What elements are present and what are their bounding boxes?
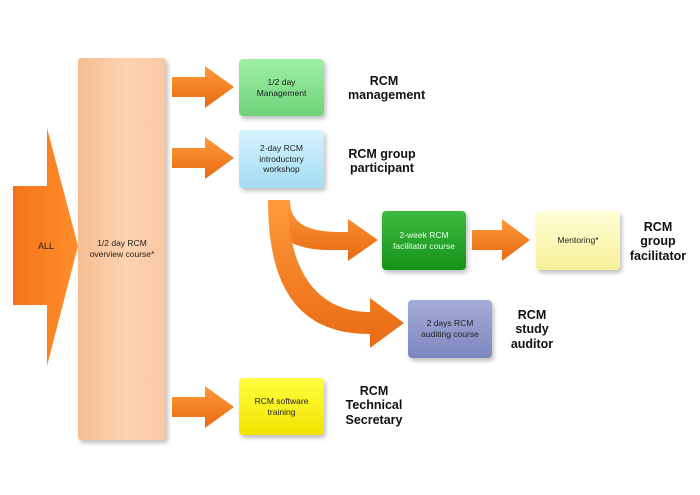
role-group-participant: RCM group participant: [348, 147, 416, 176]
arrow-to-software: [172, 386, 234, 428]
arrow-to-management: [172, 66, 234, 108]
management-course-box: 1/2 day Management: [239, 59, 324, 116]
arrow-to-intro: [172, 137, 234, 179]
facilitator-course-box: 2-week RCM facilitator course: [382, 211, 466, 270]
intro-workshop-label: 2-day RCM introductory workshop: [259, 143, 304, 175]
facilitator-course-label: 2-week RCM facilitator course: [393, 229, 455, 251]
all-label: ALL: [38, 241, 55, 251]
arrow-to-mentoring: [472, 219, 530, 261]
arrow-to-facilitator-course: [268, 200, 378, 261]
role-group-facilitator: RCM group facilitator: [629, 220, 687, 263]
role-management: RCM management: [348, 74, 426, 103]
overview-course-label: 1/2 day RCM overview course*: [89, 238, 155, 259]
role-study-auditor: RCM study auditor: [510, 308, 554, 351]
mentoring-box: Mentoring*: [536, 211, 620, 270]
all-arrow: [13, 128, 78, 366]
auditing-course-label: 2 days RCM auditing course: [421, 318, 479, 339]
mentoring-label: Mentoring*: [557, 235, 599, 246]
overview-course-box: 1/2 day RCM overview course*: [78, 58, 166, 440]
arrow-to-auditing: [268, 200, 404, 348]
software-training-label: RCM software training: [254, 395, 309, 417]
auditing-course-box: 2 days RCM auditing course: [408, 300, 492, 358]
software-training-box: RCM software training: [239, 378, 324, 435]
role-technical-secretary: RCM Technical Secretary: [345, 384, 403, 427]
intro-workshop-box: 2-day RCM introductory workshop: [239, 130, 324, 188]
management-course-label: 1/2 day Management: [256, 76, 307, 98]
